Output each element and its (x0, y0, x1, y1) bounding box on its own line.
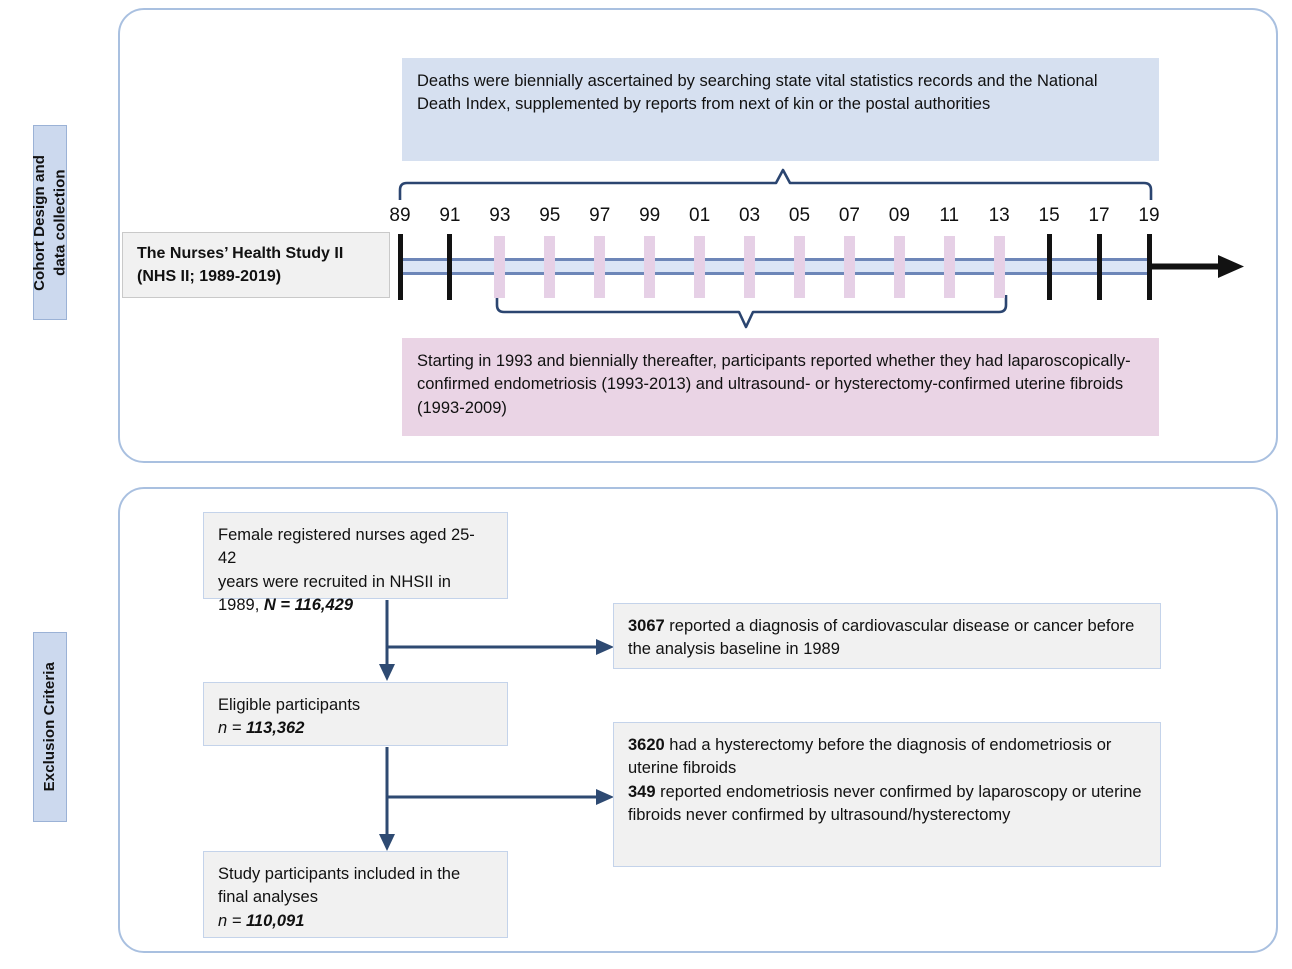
timeline-year-label-19: 19 (1138, 205, 1160, 226)
box-final-line1: Study participants included in the (218, 865, 461, 883)
deaths-ascertainment-box: Deaths were biennially ascertained by se… (402, 58, 1159, 161)
timeline-year-label-05: 05 (788, 205, 811, 226)
box-recruited-line3: 1989, N = 116,429 (218, 594, 493, 617)
box-final-count: 110,091 (245, 911, 305, 930)
timeline-tick-99 (644, 235, 656, 298)
box-final-n-label: n = (218, 911, 246, 930)
timeline-year-label-93: 93 (489, 205, 511, 226)
box-eligible: Eligible participants n = 113,362 (203, 682, 508, 746)
timeline-tick-89 (397, 233, 403, 300)
timeline-tick-19 (1146, 233, 1152, 300)
deaths-ascertainment-text: Deaths were biennially ascertained by se… (417, 72, 1098, 114)
box-exclusion-2-count-b: 349 (628, 782, 656, 801)
brace-exposure (495, 295, 1008, 329)
exposure-assessment-text: Starting in 1993 and biennially thereaft… (417, 352, 1131, 417)
timeline-year-label-03: 03 (738, 205, 761, 226)
timeline-tick-01 (694, 235, 706, 298)
box-exclusion-1: 3067 reported a diagnosis of cardiovascu… (613, 603, 1161, 669)
timeline-year-label-89: 89 (389, 205, 411, 226)
box-final-line2: final analyses (218, 888, 318, 907)
box-exclusion-2-item-a: 3620 had a hysterectomy before the diagn… (628, 734, 1146, 781)
box-final-line3: n = 110,091 (218, 910, 493, 933)
timeline-year-label-97: 97 (589, 205, 611, 226)
timeline-arrow-head (1218, 255, 1244, 278)
box-exclusion-2-text-b: reported endometriosis never confirmed b… (628, 782, 1142, 825)
nhs2-study-text: The Nurses’ Health Study II (NHS II; 198… (137, 244, 344, 285)
timeline-tick-09 (893, 235, 905, 298)
timeline-year-label-15: 15 (1038, 205, 1060, 226)
timeline-year-label-95: 95 (539, 205, 561, 226)
timeline-overlay (398, 168, 1244, 329)
box-recruited: Female registered nurses aged 25-42 year… (203, 512, 508, 614)
box-recruited-line1: Female registered nurses aged 25-42 (218, 526, 475, 568)
box-exclusion-1-content: 3067 reported a diagnosis of cardiovascu… (628, 615, 1146, 662)
timeline-tick-95 (544, 235, 556, 298)
brace-deaths (398, 168, 1153, 200)
study-timeline: 89 91 93 95 97 99 01 03 05 07 09 11 13 15 17 19 (0, 0, 1292, 460)
box-eligible-n-label: n = (218, 719, 246, 738)
timeline-year-label-17: 17 (1088, 205, 1110, 226)
timeline-tick-11 (943, 235, 955, 298)
section-label-exclusion-criteria: Exclusion Criteria (33, 632, 67, 822)
timeline-year-label-09: 09 (888, 205, 910, 226)
timeline-tick-15 (1046, 233, 1052, 300)
box-eligible-line1: Eligible participants (218, 696, 361, 714)
timeline-tick-07 (843, 235, 855, 298)
timeline-year-label-11: 11 (939, 205, 960, 226)
box-exclusion-2: 3620 had a hysterectomy before the diagn… (613, 722, 1161, 867)
timeline-tick-17 (1096, 233, 1102, 300)
timeline-year-label-99: 99 (639, 205, 661, 226)
timeline-tick-05 (793, 235, 805, 298)
box-recruited-count: N = 116,429 (263, 596, 354, 615)
nhs2-study-box: The Nurses’ Health Study II (NHS II; 198… (122, 232, 390, 298)
exposure-assessment-box: Starting in 1993 and biennially thereaft… (402, 338, 1159, 436)
section-label-exclusion-criteria-text: Exclusion Criteria (40, 662, 58, 792)
timeline-year-label-13: 13 (988, 205, 1010, 226)
box-exclusion-1-text: reported a diagnosis of cardiovascular d… (628, 617, 1135, 659)
section-label-cohort-design: Cohort Design and data collection (31, 125, 68, 320)
timeline-tick-97 (594, 235, 606, 298)
box-exclusion-1-count: 3067 (628, 617, 665, 635)
box-final-analyses: Study participants included in the final… (203, 851, 508, 938)
timeline-tick-13 (993, 235, 1005, 298)
box-recruited-line2: years were recruited in NHSII in (218, 572, 451, 591)
timeline-axis-bar (399, 258, 1151, 275)
box-exclusion-2-item-b: 349 reported endometriosis never confirm… (628, 781, 1146, 828)
box-exclusion-2-count-a: 3620 (628, 736, 665, 754)
box-eligible-line2: n = 113,362 (218, 717, 493, 740)
timeline-tick-03 (744, 235, 756, 298)
timeline-tick-91 (447, 233, 453, 300)
box-eligible-count: 113,362 (245, 719, 305, 738)
timeline-year-label-91: 91 (439, 205, 461, 226)
timeline-year-label-07: 07 (838, 205, 860, 226)
box-recruited-line3-pre: 1989, (218, 596, 264, 615)
timeline-tick-93 (494, 235, 506, 298)
timeline-year-label-01: 01 (689, 205, 711, 226)
box-exclusion-2-text-a: had a hysterectomy before the diagnosis … (628, 736, 1112, 778)
